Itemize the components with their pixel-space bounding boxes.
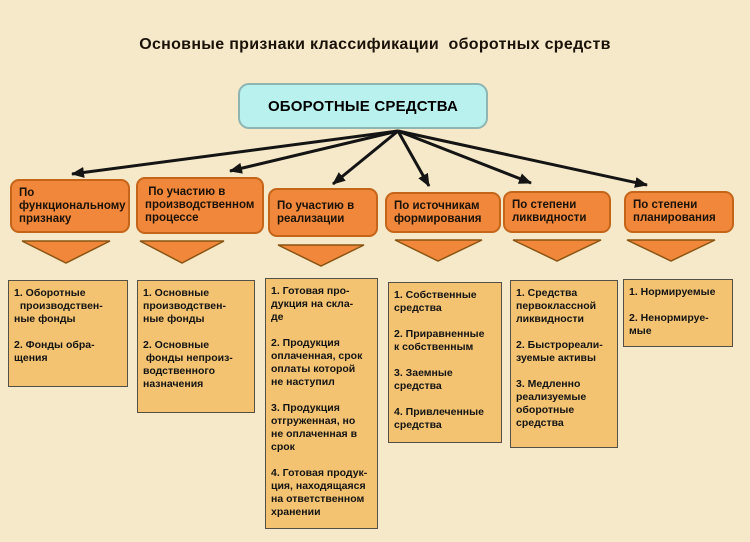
detail-box-realization: 1. Готовая про- дукция на скла- де 2. Пр… [265,278,378,529]
branch-box-production: По участию в производственном процессе [136,177,264,234]
chevron-down-icon [277,244,365,267]
branch-box-liquidity: По степени ликвидности [503,191,611,233]
chevron-down-icon [626,239,716,262]
arrow-to-branch-1 [71,129,399,178]
chevron-down-icon [512,239,602,262]
arrow-to-branch-2 [229,129,399,174]
arrow-to-branch-6 [397,129,648,188]
root-node: ОБОРОТНЫЕ СРЕДСТВА [238,83,488,129]
detail-box-planning: 1. Нормируемые 2. Ненормируе- мые [623,279,733,347]
arrow-to-branch-5 [397,129,532,185]
slide-title: Основные признаки классификации оборотны… [139,36,611,53]
branch-box-realization: По участию в реализации [268,188,378,237]
chevron-down-icon [139,240,225,264]
branch-box-functional: По функциональному признаку [10,179,130,233]
arrow-to-branch-4 [396,130,431,187]
arrow-to-branch-3 [332,129,399,186]
branch-box-planning: По степени планирования [624,191,734,233]
chevron-down-icon [21,240,111,264]
chevron-down-icon [394,239,483,262]
root-node-label: ОБОРОТНЫЕ СРЕДСТВА [267,97,459,115]
detail-box-liquidity: 1. Средства первоклассной ликвидности 2.… [510,280,618,448]
detail-box-sources: 1. Собственные средства 2. Приравненные … [388,282,502,443]
detail-box-production: 1. Основные производствен- ные фонды 2. … [137,280,255,413]
detail-box-functional: 1. Оборотные производствен- ные фонды 2.… [8,280,128,387]
branch-box-sources: По источникам формирования [385,192,501,233]
